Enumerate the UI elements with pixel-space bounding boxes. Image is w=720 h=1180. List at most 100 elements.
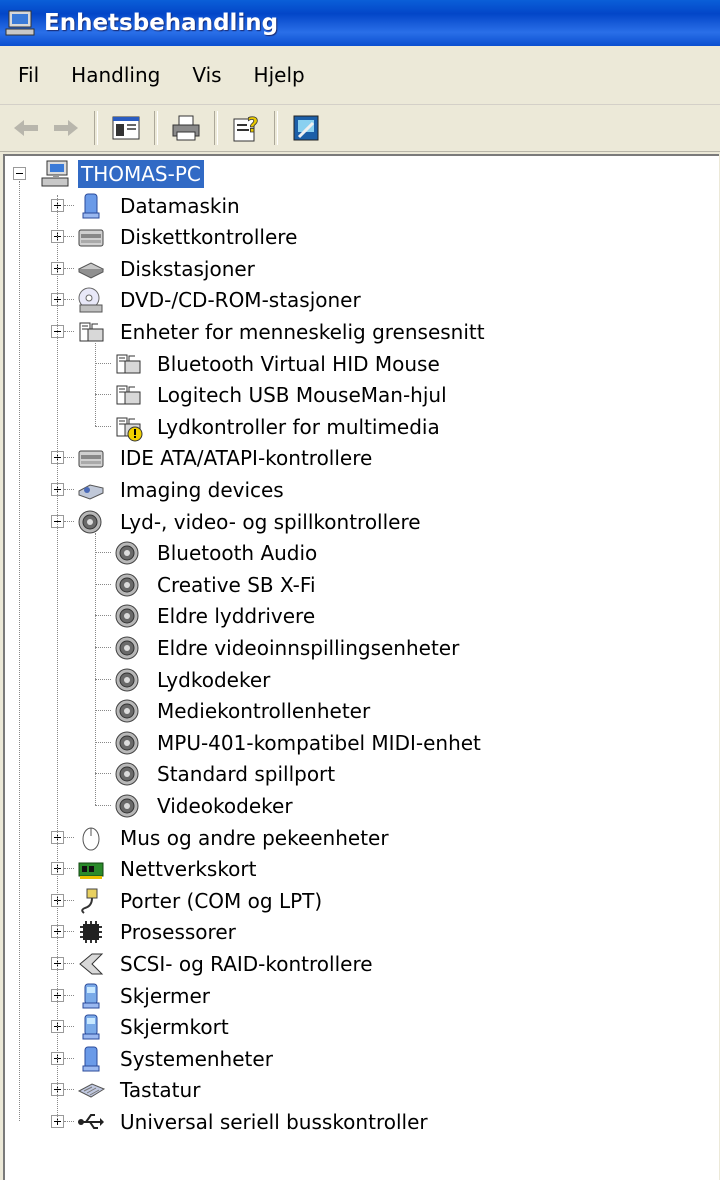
menu-file[interactable]: Fil <box>18 63 40 87</box>
speaker-icon <box>115 699 139 723</box>
tree-category[interactable]: Systemenheter <box>120 1046 273 1071</box>
scan-hardware-icon <box>293 115 319 141</box>
tree-connector <box>64 868 74 870</box>
tree-device[interactable]: Lydkodeker <box>157 667 271 692</box>
tree-category[interactable]: Nettverkskort <box>120 857 257 882</box>
tree-category[interactable]: Enheter for menneskelig grensesnitt <box>120 320 485 344</box>
properties-help-button[interactable]: ? <box>226 108 266 148</box>
tree-device[interactable]: MPU-401-kompatibel MIDI-enhet <box>157 730 481 755</box>
processor-icon <box>80 921 102 944</box>
tree-connector <box>19 181 20 1121</box>
forward-icon <box>54 120 78 136</box>
tree-category[interactable]: Prosessorer <box>120 920 236 945</box>
svg-text:?: ? <box>247 113 259 137</box>
tree-device[interactable]: Videokodeker <box>157 794 293 818</box>
tree-connector <box>95 552 111 554</box>
tree-connector <box>64 236 74 238</box>
toolbar-separator <box>94 111 98 145</box>
tree-connector <box>95 647 111 648</box>
speaker-icon <box>115 731 139 755</box>
tree-device[interactable]: Bluetooth Virtual HID Mouse <box>157 351 440 376</box>
tree-connector <box>95 805 111 806</box>
tree-category[interactable]: Skjermer <box>120 983 211 1008</box>
tree-root-node[interactable]: THOMAS-PC <box>78 160 204 188</box>
print-button[interactable] <box>166 108 206 148</box>
speaker-icon <box>115 668 139 692</box>
tree-device[interactable]: Eldre lyddrivere <box>157 604 316 629</box>
tree-category[interactable]: Diskstasjoner <box>120 256 255 281</box>
tree-category[interactable]: Imaging devices <box>120 478 284 502</box>
monitor-icon <box>82 983 100 1009</box>
tree-connector <box>64 204 74 206</box>
window-title: Enhetsbehandling <box>44 10 279 36</box>
hid-icon <box>116 385 141 405</box>
properties-help-icon: ? <box>233 113 259 142</box>
tree-category[interactable]: IDE ATA/ATAPI-kontrollere <box>120 446 373 471</box>
tree-connector <box>95 532 96 805</box>
disk-drive-icon <box>77 262 105 279</box>
menu-help[interactable]: Hjelp <box>253 63 305 87</box>
tree-device[interactable]: Bluetooth Audio <box>157 541 318 566</box>
tree-category[interactable]: Universal seriell busskontroller <box>120 1110 428 1134</box>
tree-connector <box>64 457 74 459</box>
back-button[interactable] <box>6 108 46 148</box>
tree-device[interactable]: Mediekontrollenheter <box>157 699 371 724</box>
tree-connector <box>64 1089 74 1091</box>
toolbar: ? <box>0 105 720 152</box>
toolbar-separator <box>154 111 158 145</box>
speaker-icon <box>115 636 139 660</box>
tree-category[interactable]: Lyd-, video- og spillkontrollere <box>120 509 421 534</box>
tree-category[interactable]: DVD-/CD-ROM-stasjoner <box>120 288 361 313</box>
show-hide-tree-button[interactable] <box>106 108 146 148</box>
tree-device[interactable]: Lydkontroller for multimedia <box>157 414 440 439</box>
tree-category[interactable]: Mus og andre pekeenheter <box>120 825 389 850</box>
tree-connector <box>64 299 74 301</box>
expand-toggle[interactable] <box>51 1115 64 1128</box>
hid-icon <box>79 322 104 342</box>
print-icon <box>172 115 200 141</box>
tree-connector <box>95 678 111 680</box>
usb-icon <box>78 1114 104 1129</box>
root-collapse-toggle[interactable] <box>13 167 26 180</box>
tree-connector <box>64 331 74 332</box>
tree-connector <box>95 362 111 364</box>
menu-action[interactable]: Handling <box>71 63 161 87</box>
tree-category[interactable]: Tastatur <box>120 1078 201 1103</box>
tree-connector <box>64 994 74 996</box>
tree-connector <box>95 394 111 396</box>
tree-category[interactable]: Diskettkontrollere <box>120 225 298 250</box>
menu-view[interactable]: Vis <box>192 63 222 87</box>
speaker-icon <box>115 573 139 597</box>
network-card-icon <box>78 862 104 880</box>
tree-connector <box>95 741 111 743</box>
tree-connector <box>95 710 111 712</box>
toolbar-separator <box>274 111 278 145</box>
hid-icon <box>116 354 141 374</box>
tree-device[interactable]: Logitech USB MouseMan-hjul <box>157 383 447 408</box>
toolbar-separator <box>214 111 218 145</box>
scsi-icon <box>79 953 104 975</box>
tree-device[interactable]: Standard spillport <box>157 762 336 787</box>
tree-connector <box>64 836 74 838</box>
title-bar[interactable]: Enhetsbehandling <box>0 0 720 46</box>
forward-button[interactable] <box>46 108 86 148</box>
tree-category[interactable]: Datamaskin <box>120 193 240 218</box>
tree-category[interactable]: Porter (COM og LPT) <box>120 888 323 913</box>
back-icon <box>14 120 38 136</box>
tree-connector <box>64 520 74 522</box>
speaker-icon <box>115 541 139 565</box>
tree-device[interactable]: Eldre videoinnspillingsenheter <box>157 636 460 660</box>
display-adapter-icon <box>82 1014 100 1040</box>
tree-connector <box>64 1121 74 1122</box>
tree-category[interactable]: Skjermkort <box>120 1015 229 1040</box>
show-hide-tree-icon <box>112 116 140 140</box>
tree-connector <box>95 425 111 427</box>
tree-category[interactable]: SCSI- og RAID-kontrollere <box>120 952 373 976</box>
scan-hardware-button[interactable] <box>286 108 326 148</box>
hid-warning-icon <box>116 417 143 442</box>
tree-connector <box>95 615 111 617</box>
tree-device[interactable]: Creative SB X-Fi <box>157 572 316 597</box>
mouse-icon <box>82 827 100 851</box>
tree-connector <box>64 963 74 964</box>
